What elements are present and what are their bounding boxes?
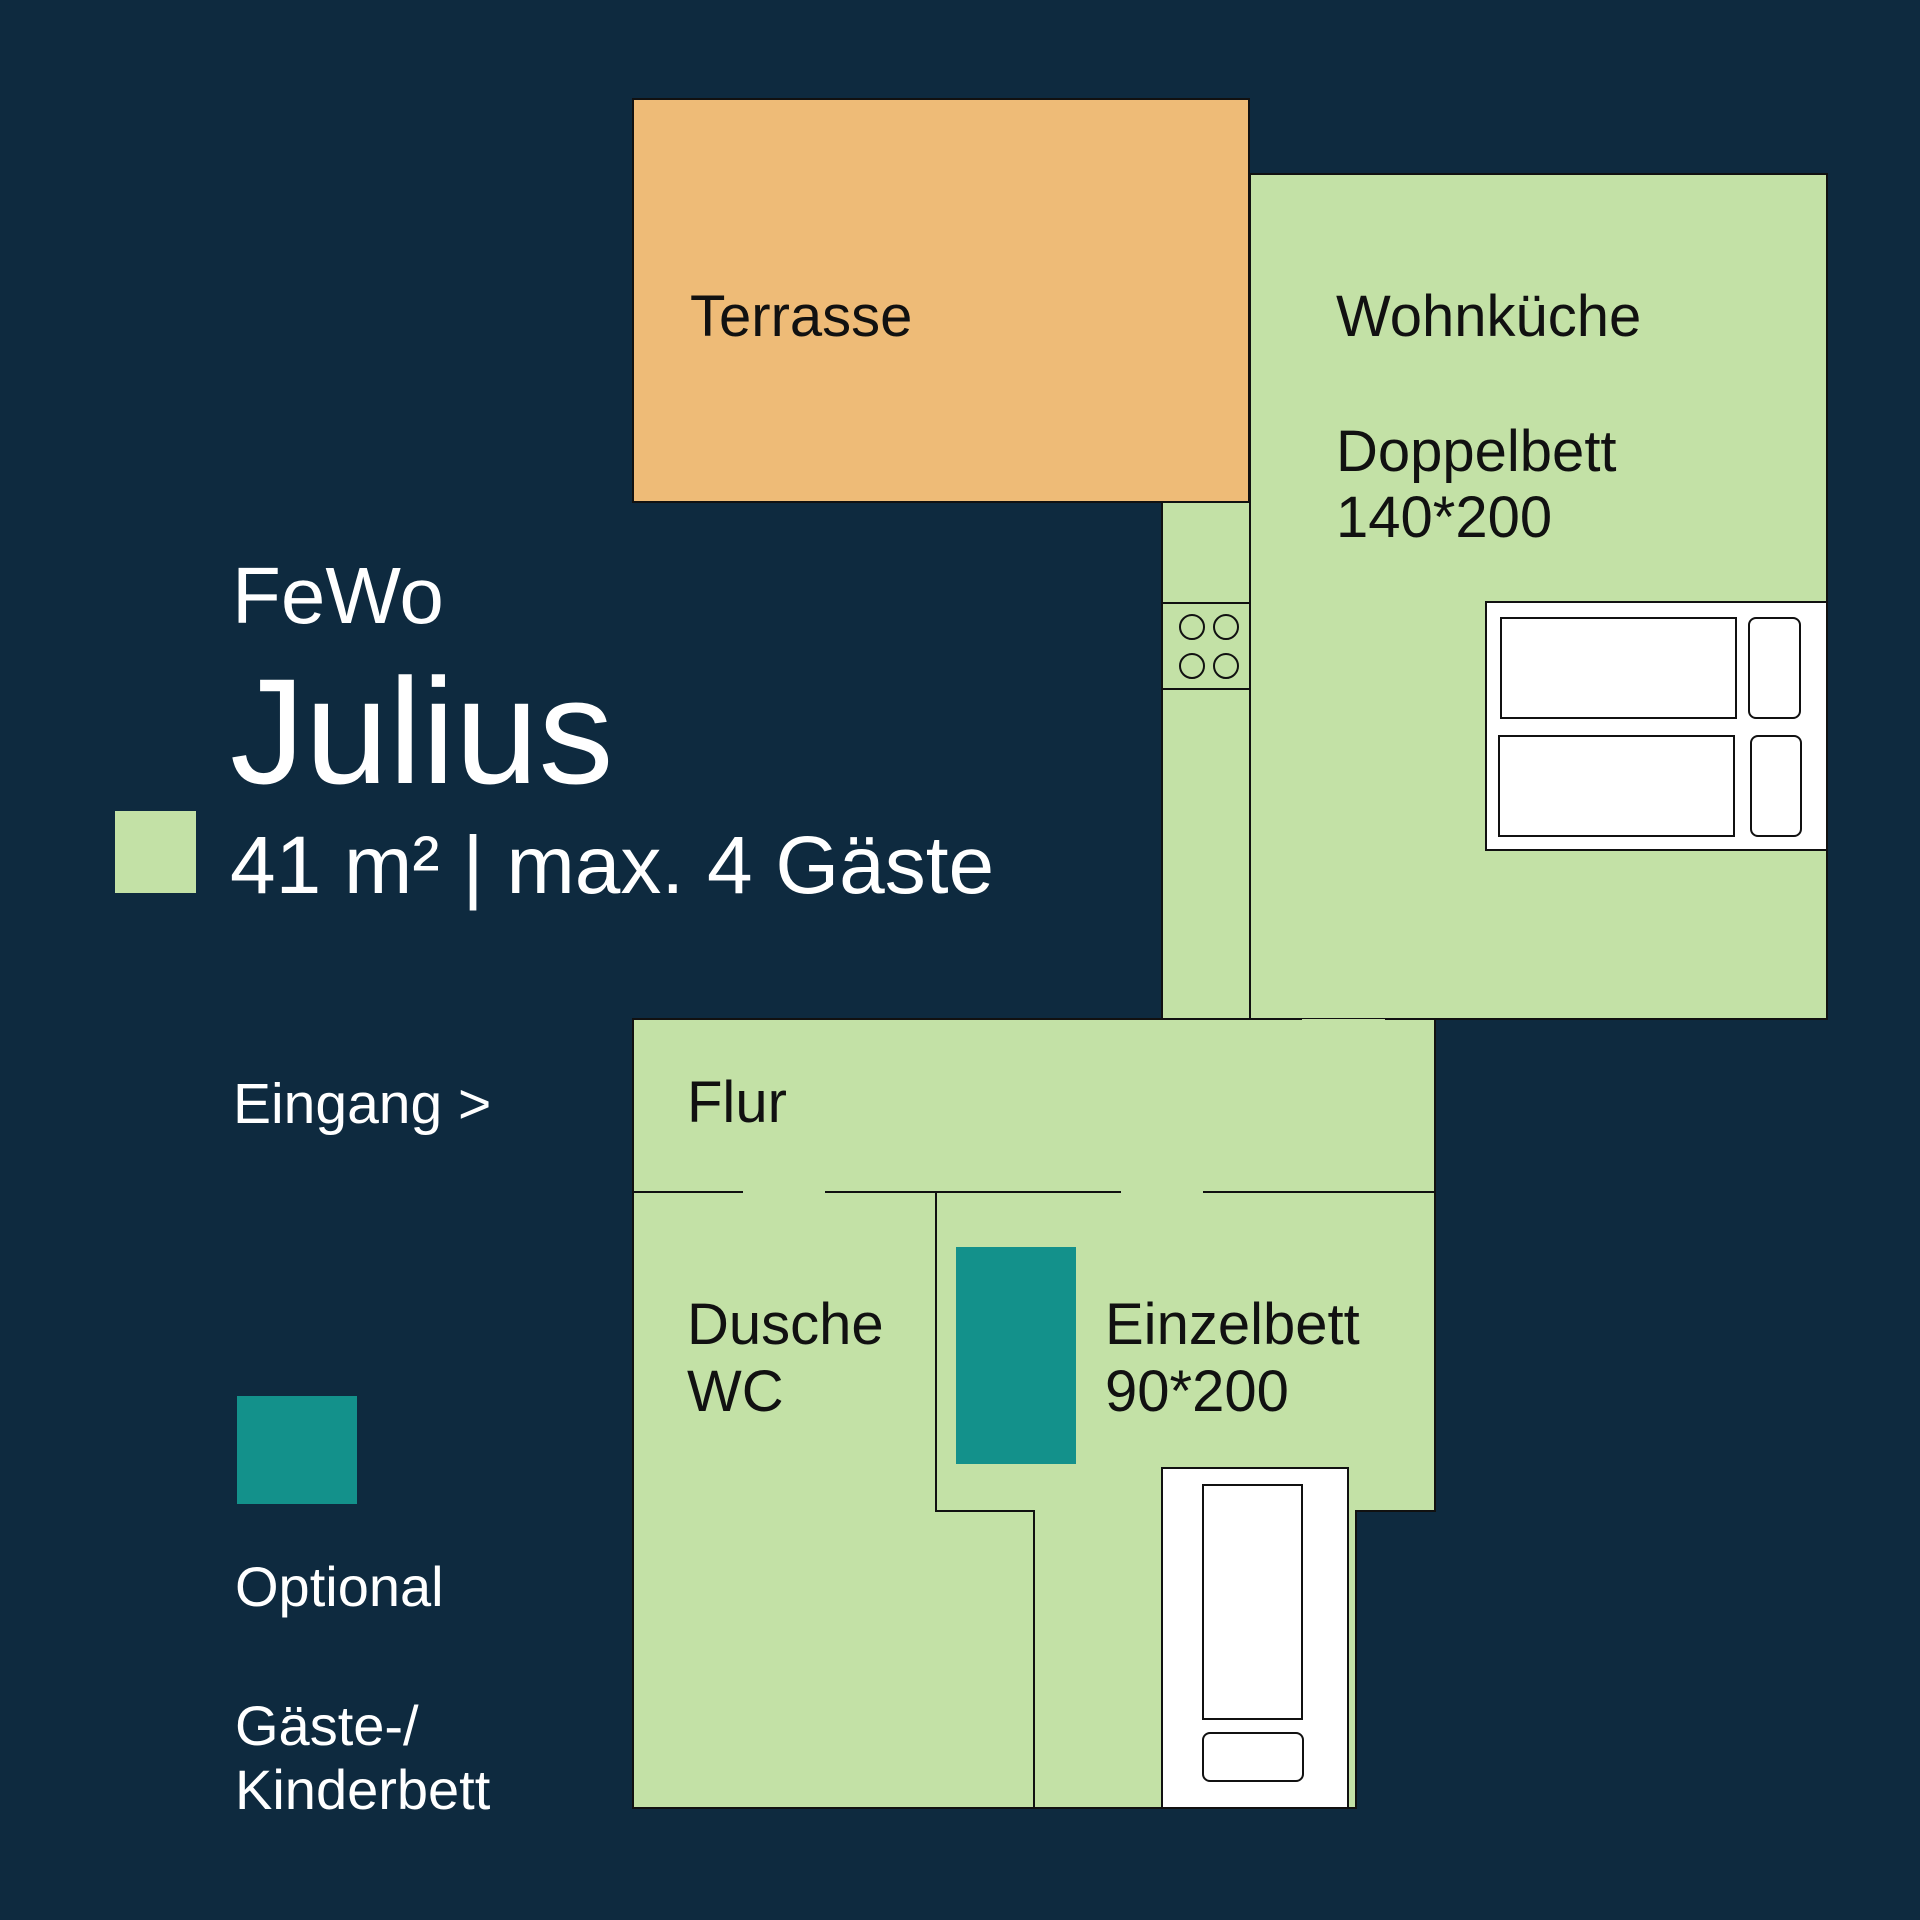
legend-green-swatch: [115, 811, 196, 893]
single-bed-label: Einzelbett: [1105, 1292, 1360, 1357]
stove-burner-icon: [1213, 653, 1239, 679]
double-bed-mattress: [1500, 617, 1737, 719]
double-bed-pillow: [1750, 735, 1802, 837]
stove-burner-icon: [1213, 614, 1239, 640]
header-fewo: FeWo: [232, 551, 444, 640]
stove-burner-icon: [1179, 614, 1205, 640]
single-bed-size: 90*200: [1105, 1359, 1289, 1424]
page-title: Julius: [230, 647, 614, 815]
entrance-label: Eingang >: [233, 1072, 491, 1136]
legend-optional-label: Optional: [235, 1555, 444, 1618]
legend-bed-label: Gäste-/: [235, 1694, 419, 1757]
hall-outline: [632, 1018, 1436, 1809]
optional-bed: [956, 1247, 1076, 1464]
double-bed-size: 140*200: [1336, 485, 1552, 550]
legend-teal-swatch: [237, 1396, 357, 1504]
stove: [1161, 602, 1251, 690]
living-kitchen-label: Wohnküche: [1336, 284, 1641, 349]
hall-label: Flur: [687, 1070, 787, 1135]
living-kitchen-area: [1249, 173, 1828, 1020]
header-size-guests: 41 m² | max. 4 Gäste: [230, 820, 994, 911]
bathroom-label: Dusche: [687, 1292, 884, 1357]
bathroom-wall: [935, 1192, 1035, 1808]
stove-burner-icon: [1179, 653, 1205, 679]
double-bed-mattress: [1498, 735, 1735, 837]
double-bed-pillow: [1748, 617, 1801, 719]
terrace-area: [632, 98, 1250, 503]
double-bed-label: Doppelbett: [1336, 419, 1617, 484]
single-bed-pillow: [1202, 1732, 1304, 1782]
single-bed-mattress: [1202, 1484, 1303, 1720]
bathroom-label-wc: WC: [687, 1359, 784, 1424]
kitchen-counter: [1161, 501, 1251, 1020]
terrace-label: Terrasse: [690, 284, 912, 349]
legend-bed-label-2: Kinderbett: [235, 1758, 491, 1821]
